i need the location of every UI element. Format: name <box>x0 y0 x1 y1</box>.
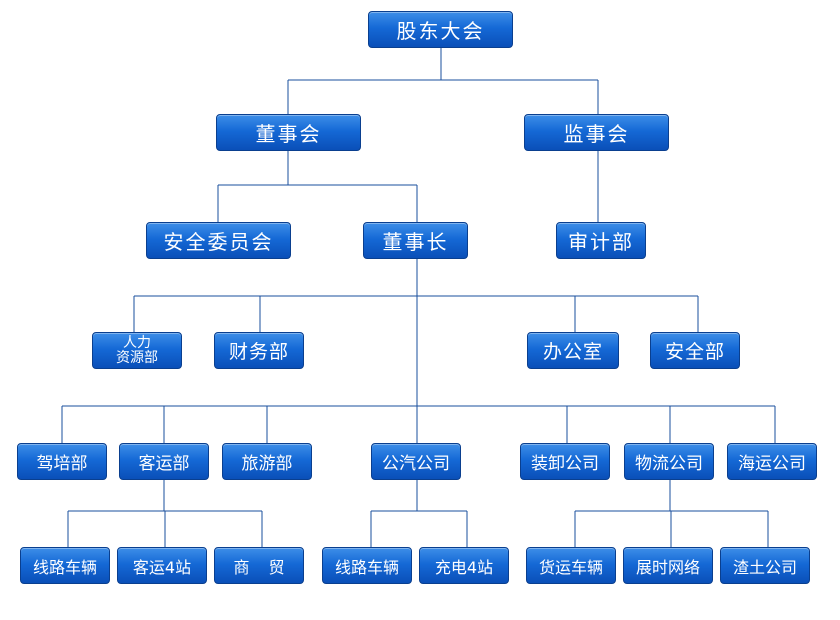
node-label: 财务部 <box>228 341 289 363</box>
node-label: 客运4站 <box>132 557 192 577</box>
hr-department-node: 人力 资源部 <box>92 332 182 369</box>
safety-committee-node: 安全委员会 <box>146 222 291 259</box>
node-label-line1: 人力 <box>123 334 151 351</box>
shareholders-meeting-node: 股东大会 <box>368 11 513 48</box>
commerce-node: 商 贸 <box>214 547 304 584</box>
node-label: 安全部 <box>664 341 725 363</box>
driving-school-node: 驾培部 <box>17 443 107 480</box>
node-label: 商 贸 <box>233 557 285 577</box>
bus-route-vehicles-node: 线路车辆 <box>322 547 412 584</box>
node-label: 股东大会 <box>396 19 485 43</box>
finance-department-node: 财务部 <box>214 332 304 369</box>
shipping-company-node: 海运公司 <box>727 443 817 480</box>
node-label: 充电4站 <box>434 557 494 577</box>
node-label: 审计部 <box>568 230 634 254</box>
logistics-company-node: 物流公司 <box>624 443 714 480</box>
node-label: 装卸公司 <box>531 454 599 474</box>
audit-department-node: 审计部 <box>556 222 646 259</box>
node-label: 监事会 <box>563 122 630 146</box>
route-vehicles-node: 线路车辆 <box>20 547 110 584</box>
node-label: 货运车辆 <box>538 557 603 577</box>
node-label: 展时网络 <box>635 557 700 577</box>
charging-station-node: 充电4站 <box>419 547 509 584</box>
tourism-department-node: 旅游部 <box>222 443 312 480</box>
node-label: 海运公司 <box>738 454 806 474</box>
node-label: 旅游部 <box>241 454 293 474</box>
muck-company-node: 渣土公司 <box>720 547 810 584</box>
passenger-department-node: 客运部 <box>119 443 209 480</box>
node-label: 线路车辆 <box>334 557 399 577</box>
node-label: 驾培部 <box>36 454 88 474</box>
safety-department-node: 安全部 <box>650 332 740 369</box>
node-label: 渣土公司 <box>732 557 797 577</box>
node-label: 董事会 <box>255 122 322 146</box>
node-label: 线路车辆 <box>32 557 97 577</box>
passenger-station-node: 客运4站 <box>117 547 207 584</box>
node-label: 董事长 <box>382 230 449 254</box>
node-label: 公汽公司 <box>382 454 450 474</box>
chairman-node: 董事长 <box>363 222 468 259</box>
bus-company-node: 公汽公司 <box>371 443 461 480</box>
board-of-directors-node: 董事会 <box>216 114 361 151</box>
node-label: 办公室 <box>542 341 603 363</box>
freight-vehicles-node: 货运车辆 <box>526 547 616 584</box>
node-label-line2: 资源部 <box>116 349 158 366</box>
exhibition-network-node: 展时网络 <box>623 547 713 584</box>
loading-company-node: 装卸公司 <box>520 443 610 480</box>
office-node: 办公室 <box>527 332 619 369</box>
node-label: 安全委员会 <box>163 230 274 254</box>
board-of-supervisors-node: 监事会 <box>524 114 669 151</box>
node-label: 客运部 <box>138 454 190 474</box>
node-label: 物流公司 <box>635 454 703 474</box>
